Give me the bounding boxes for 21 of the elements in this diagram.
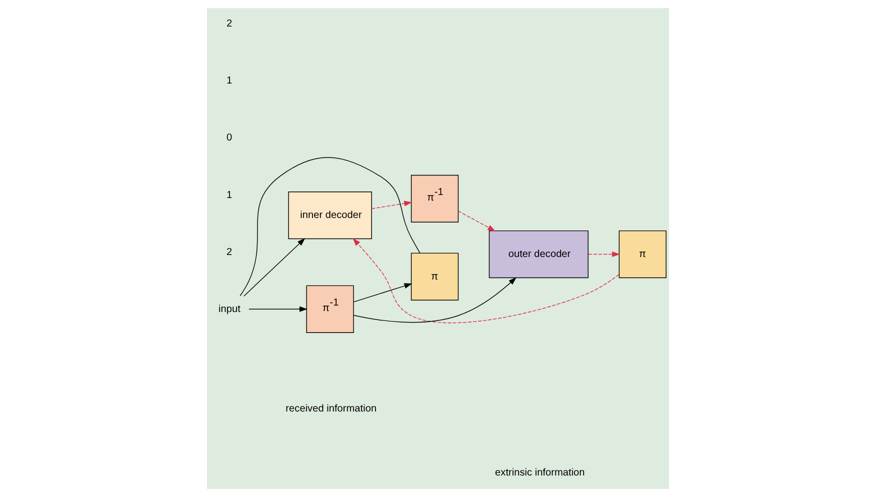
arrow [248,306,308,312]
connector [240,157,420,296]
arrow [371,200,412,210]
label: 0 [226,132,232,144]
arrow [353,277,516,323]
arrow [244,238,306,296]
legend-label: received information [286,403,377,414]
node-box: inner decoder [288,191,372,240]
arrow [353,283,412,302]
arrow [588,252,620,258]
node-text: input [218,304,240,315]
label: 1 [226,76,232,87]
label: 2 [226,18,232,30]
legend-label: extrinsic information [495,468,585,479]
label: 2 [226,246,232,258]
node-box: outer decoder [488,230,588,278]
arrow [458,210,496,232]
label: 1 [226,190,232,201]
node-box: π [618,230,666,278]
node-box: π [410,252,459,300]
arrow [352,238,620,324]
